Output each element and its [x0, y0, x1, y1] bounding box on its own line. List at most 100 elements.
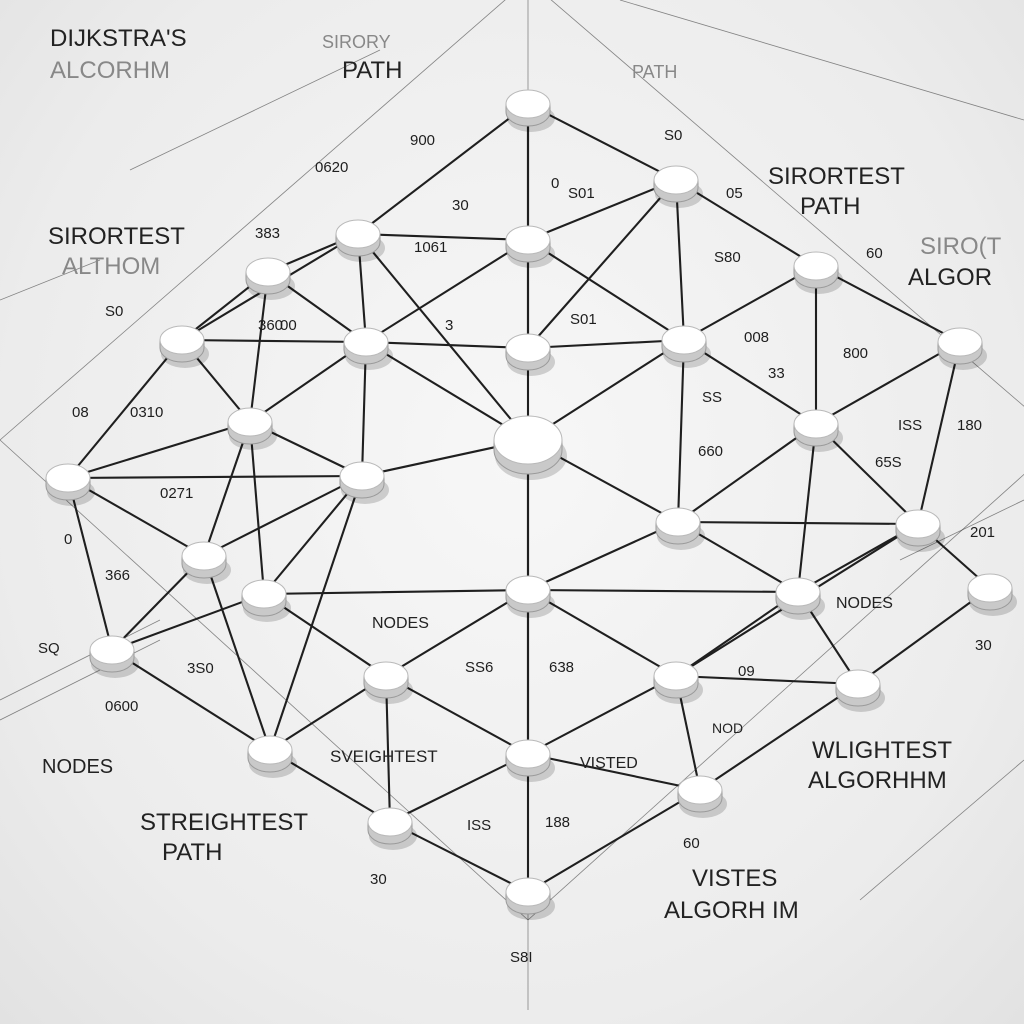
edge-weight: 05: [726, 185, 743, 202]
graph-edge: [526, 178, 678, 350]
graph-edge: [856, 586, 992, 686]
graph-edge: [364, 340, 530, 442]
graph-node: [89, 635, 139, 678]
edge-weight: 30: [452, 197, 469, 214]
graph-edge: [384, 674, 392, 824]
graph-edge: [674, 674, 860, 686]
graph-node: [937, 327, 987, 370]
edge-weight: 0310: [130, 404, 163, 421]
label-sirortest-right: SIRORTEST: [768, 163, 905, 190]
label-sirortest-left: SIRORTEST: [48, 223, 185, 250]
graph-node: [661, 325, 711, 368]
graph-edge: [526, 178, 678, 242]
edge-weight: 900: [410, 132, 435, 149]
graph-edge: [526, 338, 686, 442]
label-path-top: PATH: [632, 62, 677, 82]
label-path-bottom-left: PATH: [162, 839, 222, 866]
graph-node: [363, 661, 413, 704]
graph-node: [227, 407, 277, 450]
graph-edge: [814, 264, 962, 344]
graph-edge: [796, 422, 818, 594]
graph-node: [775, 577, 825, 620]
graph-edge: [676, 520, 920, 526]
graph-edge: [526, 588, 678, 678]
graph-edge: [66, 474, 364, 480]
graph-edge: [388, 820, 530, 894]
graph-node: [835, 669, 885, 712]
graph-node: [367, 807, 417, 850]
graph-edge: [202, 554, 272, 752]
graph-node: [505, 333, 555, 376]
graph-edge: [916, 340, 962, 526]
graph-edge: [526, 102, 678, 182]
label-sveightest: SVEIGHTEST: [330, 747, 438, 766]
edge-weight: S0: [664, 127, 682, 144]
graph-edge: [674, 178, 818, 268]
graph-edge: [202, 420, 252, 558]
edge-weight: 0600: [105, 698, 138, 715]
label-visted: VISTED: [580, 755, 638, 772]
guide-line: [899, 499, 1024, 561]
graph-edge: [682, 338, 818, 426]
label-nodes-right: NODES: [836, 595, 893, 612]
graph-edge: [66, 338, 184, 480]
guide-line: [129, 49, 381, 171]
guide-line: [0, 439, 529, 921]
graph-edge: [356, 232, 530, 442]
graph-node: [181, 541, 231, 584]
graph-edge: [66, 476, 114, 652]
edge-weight: 366: [105, 567, 130, 584]
graph-node: [505, 575, 555, 618]
label-algorhhm: ALGORHHM: [808, 767, 947, 794]
text-labels: DIJKSTRA'S ALCORHM SIRORY PATH PATH SIRO…: [42, 25, 1002, 924]
edge-weight: 60: [683, 835, 700, 852]
graph-edges: [66, 102, 992, 894]
label-path-right: PATH: [800, 193, 860, 220]
graph-edge: [364, 340, 530, 350]
label-siro-far-right: SIRO(T: [920, 233, 1002, 260]
graph-edge: [248, 270, 270, 424]
edge-weight: 08: [72, 404, 89, 421]
graph-node: [655, 507, 705, 550]
graph-edge: [526, 788, 702, 894]
title-line-2: ALCORHM: [50, 57, 170, 84]
edge-weight: 0271: [160, 485, 193, 502]
edge-weight: 30: [370, 871, 387, 888]
edge-weight: S0: [105, 303, 123, 320]
label-path-top-left: PATH: [342, 57, 402, 84]
edge-weight: 30: [975, 637, 992, 654]
edge-weight: SS6: [465, 659, 493, 676]
edge-weight: 0620: [315, 159, 348, 176]
edge-weight: SQ: [38, 640, 60, 657]
edge-weight: S80: [714, 249, 741, 266]
graph-node: [895, 509, 945, 552]
edge-weight: 1061: [414, 239, 447, 256]
edge-weight: 0: [551, 175, 559, 192]
edge-weight: 201: [970, 524, 995, 541]
graph-edge: [364, 238, 530, 344]
graph-edge: [526, 520, 680, 592]
graph-node: [45, 463, 95, 506]
graph-node: [505, 739, 555, 782]
edge-weight: SS: [702, 389, 722, 406]
graph-edge: [526, 338, 686, 350]
graph-edge: [110, 592, 266, 652]
edge-weight: S8I: [510, 949, 533, 966]
graph-nodes: [45, 89, 1017, 920]
edge-weight: ISS: [898, 417, 922, 434]
edge-weight: 180: [957, 417, 982, 434]
label-vistes: VISTES: [692, 865, 777, 892]
graph-node: [653, 165, 703, 208]
title-line-1: DIJKSTRA'S: [50, 25, 187, 52]
graph-edge: [526, 238, 686, 342]
graph-edge: [110, 648, 272, 752]
graph-edge: [384, 674, 530, 756]
graph-edge: [262, 474, 364, 596]
graph-node: [793, 409, 843, 452]
graph-node: [159, 325, 209, 368]
graph-edge: [526, 588, 800, 594]
graph-edge: [202, 474, 364, 558]
edge-weight: 800: [843, 345, 868, 362]
graph-edge: [262, 588, 530, 596]
